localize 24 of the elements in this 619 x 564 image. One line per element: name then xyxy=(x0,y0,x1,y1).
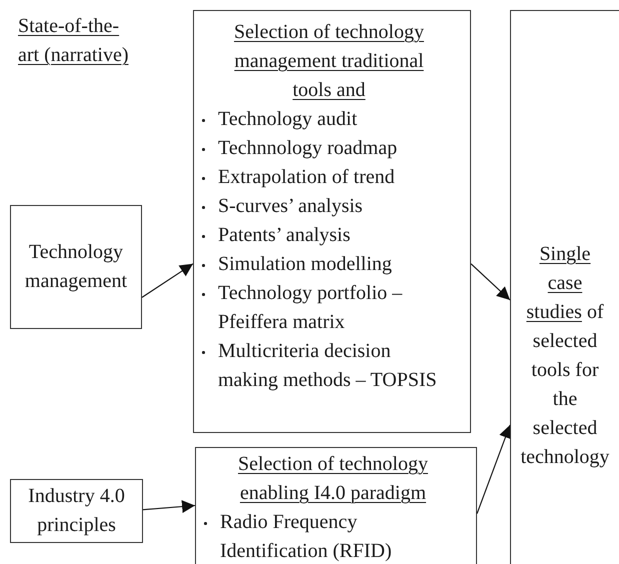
list-item: Technology portfolio – Pfeiffera matrix xyxy=(196,279,445,337)
arrow xyxy=(142,263,194,298)
list-item: Patents’ analysis xyxy=(196,221,445,250)
list-item: Technology audit xyxy=(196,105,445,134)
list-item: Multicriteria decision making methods – TOPSIS xyxy=(196,337,445,395)
box-text: Technology management xyxy=(24,240,128,294)
heading-text: Selection of technology enabling I4.0 paradigm xyxy=(237,452,429,506)
arrow xyxy=(476,424,512,514)
list-item: Technnology roadmap xyxy=(196,134,445,163)
list-item: Radio Frequency Identification (RFID) xyxy=(198,508,447,564)
arrow xyxy=(142,500,196,514)
arrow xyxy=(470,263,510,300)
box-text: Single case studies of selected tools for the selected technology xyxy=(520,242,610,470)
process-box xyxy=(195,447,477,564)
box-text: Industry 4.0 principles xyxy=(27,484,126,538)
heading-text: Selection of technology management traditional tools and xyxy=(233,20,425,103)
list-item: S-curves’ analysis xyxy=(196,192,445,221)
section-label: State-of-the-art (narrative) xyxy=(18,14,130,68)
process-box xyxy=(10,479,143,543)
list-item: Extrapolation of trend xyxy=(196,163,445,192)
process-box xyxy=(510,10,619,564)
process-box xyxy=(10,205,142,329)
process-box xyxy=(193,10,471,433)
list-item: Simulation modelling xyxy=(196,250,445,279)
